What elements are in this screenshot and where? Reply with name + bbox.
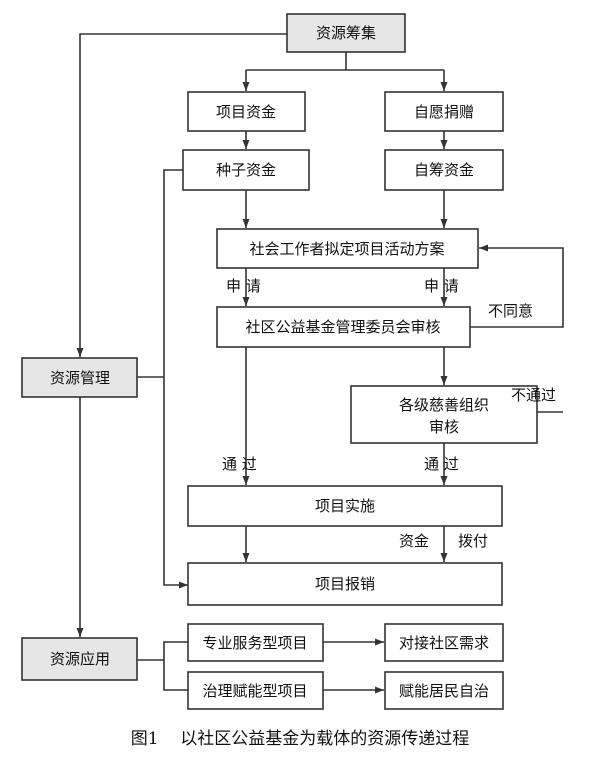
node-resource-raising-label: 资源筹集 — [316, 24, 376, 42]
node-resource-raising: 资源筹集 — [286, 13, 406, 53]
node-resource-application-label: 资源应用 — [50, 650, 110, 668]
node-committee-review-label: 社区公益基金管理委员会审核 — [245, 318, 440, 336]
node-project-implementation-label: 项目实施 — [315, 497, 375, 515]
node-resource-management-label: 资源管理 — [50, 369, 110, 387]
node-committee-review: 社区公益基金管理委员会审核 — [216, 306, 471, 348]
node-social-worker-plan-label: 社会工作者拟定项目活动方案 — [249, 240, 444, 258]
node-governance-empowerment: 治理赋能型项目 — [187, 671, 324, 710]
node-resource-management: 资源管理 — [21, 357, 138, 398]
edge-label-disagree: 不同意 — [488, 302, 533, 320]
edge-label-not-pass: 不通过 — [511, 386, 556, 404]
node-self-raised-fund-label: 自筹资金 — [414, 161, 474, 179]
node-social-worker-plan: 社会工作者拟定项目活动方案 — [216, 228, 479, 269]
node-professional-service: 专业服务型项目 — [187, 623, 324, 662]
edge-label-pass-right: 通 过 — [424, 455, 459, 473]
node-governance-empowerment-label: 治理赋能型项目 — [202, 682, 307, 700]
edge-label-apply-right: 申 请 — [424, 277, 459, 295]
node-voluntary-donation: 自愿捐赠 — [384, 91, 504, 132]
node-voluntary-donation-label: 自愿捐赠 — [414, 103, 474, 121]
node-seed-fund-label: 种子资金 — [216, 161, 276, 179]
node-self-raised-fund: 自筹资金 — [384, 149, 504, 191]
node-charity-review-label-1: 各级慈善组织 — [399, 396, 489, 414]
edge-label-fund: 资金 — [399, 532, 429, 550]
node-professional-service-label: 专业服务型项目 — [202, 634, 307, 652]
edge-label-allocate: 拨付 — [458, 532, 488, 550]
node-community-needs: 对接社区需求 — [384, 623, 504, 662]
node-project-reimbursement: 项目报销 — [187, 562, 503, 606]
edge-application-bracket — [163, 641, 188, 691]
edge-disagree-feedback — [470, 244, 564, 328]
figure-caption: 图1 以社区公益基金为载体的资源传递过程 — [131, 729, 469, 749]
node-community-needs-label: 对接社区需求 — [399, 634, 489, 652]
node-project-reimbursement-label: 项目报销 — [315, 575, 375, 593]
node-charity-review-label-2: 审核 — [429, 418, 459, 436]
node-empower-residents: 赋能居民自治 — [384, 671, 504, 710]
connectors — [76, 33, 564, 694]
node-project-implementation: 项目实施 — [187, 485, 503, 527]
edge-raising-to-management — [76, 33, 287, 357]
edge-management-bracket — [163, 169, 188, 589]
edge-label-apply-left: 申 请 — [226, 277, 261, 295]
node-seed-fund: 种子资金 — [182, 149, 310, 191]
node-project-fund: 项目资金 — [187, 91, 306, 132]
node-charity-review: 各级慈善组织 审核 — [350, 385, 538, 444]
node-empower-residents-label: 赋能居民自治 — [399, 682, 489, 700]
node-resource-application: 资源应用 — [21, 637, 138, 681]
node-project-fund-label: 项目资金 — [216, 103, 276, 121]
edge-label-pass-left: 通 过 — [222, 455, 257, 473]
